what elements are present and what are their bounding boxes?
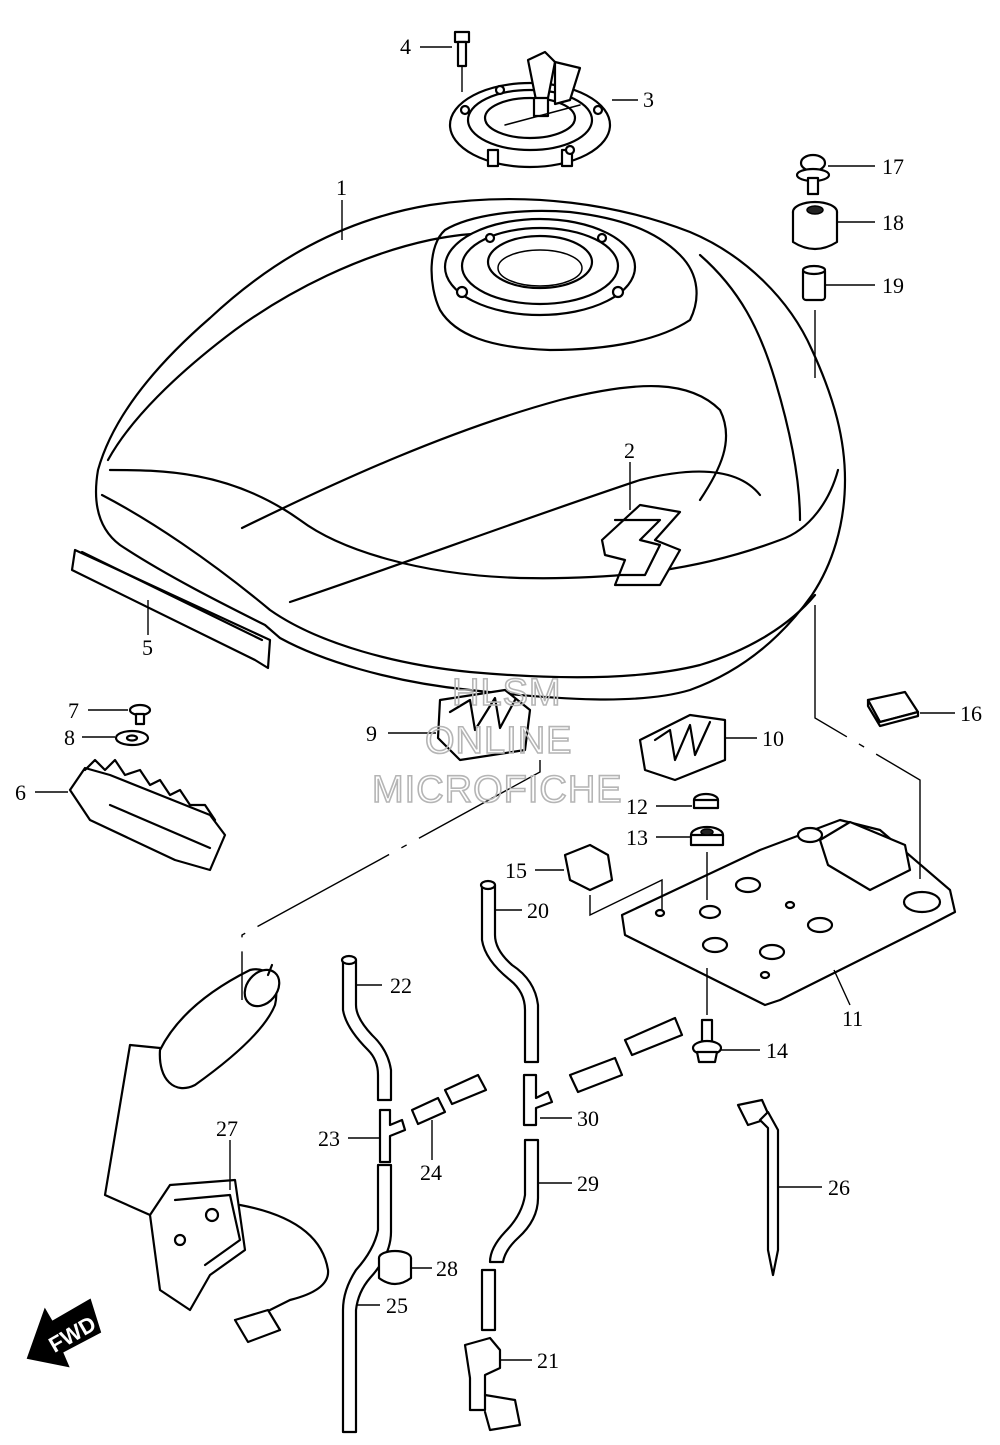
callout-2[interactable]: 2 <box>624 438 635 463</box>
callout-23[interactable]: 23 <box>318 1126 340 1151</box>
part-9-damper[interactable] <box>436 688 532 762</box>
part-13-grommet[interactable] <box>689 825 725 847</box>
part-8-washer[interactable] <box>114 729 150 747</box>
part-27-fuel-level-gauge[interactable] <box>103 963 330 1344</box>
callout-21[interactable]: 21 <box>537 1348 559 1373</box>
part-15-cushion[interactable] <box>563 843 614 892</box>
part-28-collar[interactable] <box>377 1249 413 1286</box>
part-12-collar[interactable] <box>692 792 720 810</box>
fwd-arrow: FWD <box>26 1298 102 1368</box>
callout-19[interactable]: 19 <box>882 273 904 298</box>
callout-7[interactable]: 7 <box>68 698 79 723</box>
part-19-collar[interactable] <box>801 264 827 302</box>
callout-28[interactable]: 28 <box>436 1256 458 1281</box>
part-24-pipe[interactable] <box>410 1073 488 1126</box>
callout-15[interactable]: 15 <box>505 858 527 883</box>
part-17-bolt[interactable] <box>795 153 831 196</box>
part-11-plate[interactable] <box>620 818 957 1007</box>
callout-30[interactable]: 30 <box>577 1106 599 1131</box>
part-30-joint[interactable] <box>522 1073 554 1127</box>
callout-9[interactable]: 9 <box>366 721 377 746</box>
part-5-rubber-strip[interactable] <box>70 548 272 670</box>
callout-8[interactable]: 8 <box>64 725 75 750</box>
watermark: HLSM ONLINE MICROFICHE <box>371 671 623 812</box>
callout-11[interactable]: 11 <box>842 1006 863 1031</box>
part-18-cushion[interactable] <box>791 200 839 251</box>
callout-22[interactable]: 22 <box>390 973 412 998</box>
callout-16[interactable]: 16 <box>960 701 982 726</box>
part-25-hose[interactable] <box>341 1163 393 1434</box>
callout-25[interactable]: 25 <box>386 1293 408 1318</box>
part-3-fuel-cap[interactable] <box>448 50 612 169</box>
part-6-bracket[interactable] <box>68 758 227 872</box>
part-7-screw[interactable] <box>128 703 152 726</box>
watermark-line-3: MICROFICHE <box>372 769 623 811</box>
callout-5[interactable]: 5 <box>142 635 153 660</box>
callout-14[interactable]: 14 <box>766 1038 788 1063</box>
callout-6[interactable]: 6 <box>15 780 26 805</box>
part-26-sensor[interactable] <box>736 1098 780 1277</box>
callout-1[interactable]: 1 <box>336 175 347 200</box>
part-14-bolt[interactable] <box>691 1018 723 1064</box>
part-22-hose[interactable] <box>340 954 393 1102</box>
leader-lines <box>35 46 955 1361</box>
callout-12[interactable]: 12 <box>626 794 648 819</box>
callout-26[interactable]: 26 <box>828 1175 850 1200</box>
callout-24[interactable]: 24 <box>420 1160 442 1185</box>
watermark-line-1: HLSM <box>452 672 562 714</box>
part-23-joint[interactable] <box>378 1108 407 1164</box>
part-16-pad[interactable] <box>866 690 920 728</box>
part-20-hose[interactable] <box>479 879 540 1064</box>
callout-10[interactable]: 10 <box>762 726 784 751</box>
callout-3[interactable]: 3 <box>643 87 654 112</box>
callout-27[interactable]: 27 <box>216 1116 238 1141</box>
callout-4[interactable]: 4 <box>400 34 411 59</box>
callout-labels: 1 2 3 4 5 6 7 8 9 10 11 12 13 14 15 16 1… <box>15 34 982 1373</box>
callout-18[interactable]: 18 <box>882 210 904 235</box>
callout-13[interactable]: 13 <box>626 825 648 850</box>
part-2-emblem[interactable] <box>600 503 682 587</box>
part-21-clip[interactable] <box>463 1336 522 1432</box>
part-10-damper[interactable] <box>638 713 727 782</box>
alignment-lines <box>241 310 921 1015</box>
callout-17[interactable]: 17 <box>882 154 904 179</box>
watermark-line-2: ONLINE <box>425 720 572 762</box>
callout-20[interactable]: 20 <box>527 898 549 923</box>
part-29-hose[interactable] <box>480 1016 684 1332</box>
callout-29[interactable]: 29 <box>577 1171 599 1196</box>
part-4-bolt[interactable] <box>453 30 471 92</box>
